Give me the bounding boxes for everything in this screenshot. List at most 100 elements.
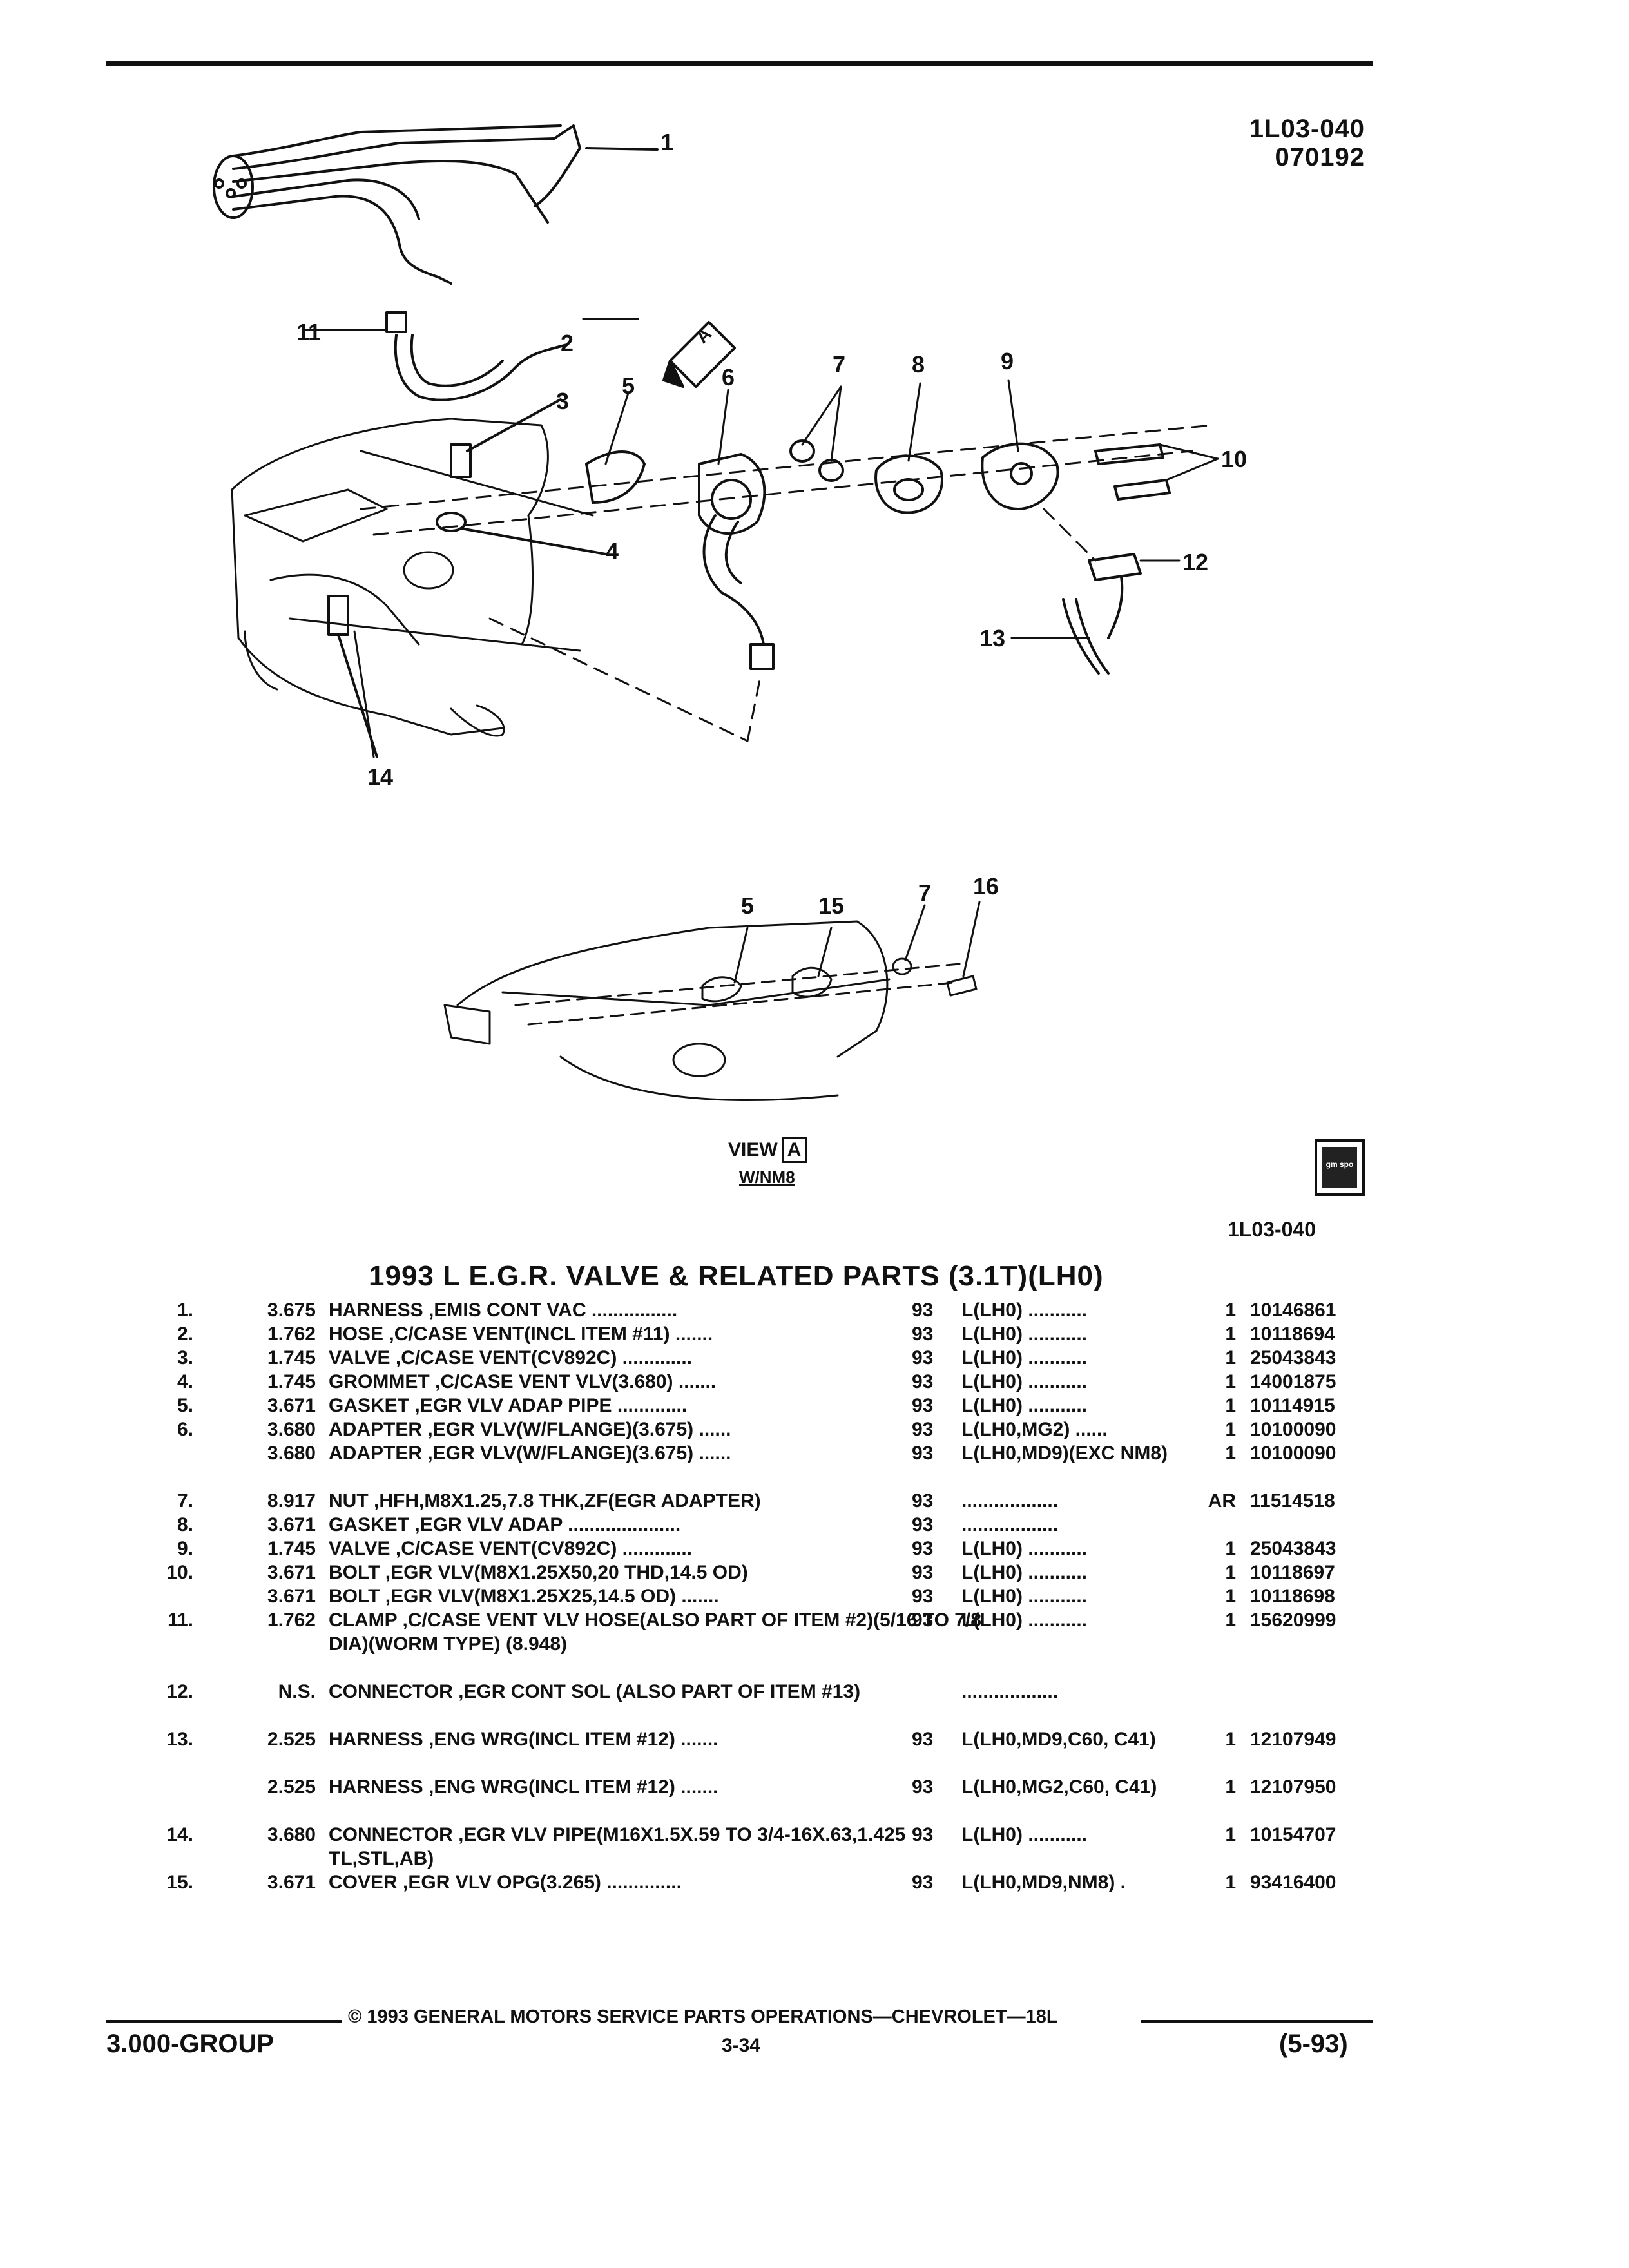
item-number: 11.	[167, 1610, 193, 1631]
model-code: L(LH0,MD9,NM8) .	[961, 1872, 1126, 1893]
quantity: 1	[1225, 1586, 1236, 1607]
model-year: 93	[912, 1514, 934, 1535]
page-title: 1993 L E.G.R. VALVE & RELATED PARTS (3.1…	[369, 1260, 1104, 1292]
model-code: L(LH0) ...........	[961, 1300, 1087, 1321]
model-code: L(LH0) ...........	[961, 1586, 1087, 1607]
model-year: 93	[912, 1300, 934, 1321]
view-label-text: VIEW	[728, 1139, 778, 1160]
quantity: 1	[1225, 1562, 1236, 1583]
model-year: 93	[912, 1872, 934, 1893]
view-letter-box: A	[781, 1137, 807, 1163]
model-code: L(LH0) ...........	[961, 1323, 1087, 1345]
model-year: 93	[912, 1729, 934, 1750]
view-a-drawing	[443, 901, 981, 1101]
diagram-id: 1L03-040 070192	[1249, 116, 1365, 173]
part-description: BOLT ,EGR VLV(M8X1.25X50,20 THD,14.5 OD)	[329, 1562, 748, 1583]
quantity: 1	[1225, 1443, 1236, 1464]
model-code: ..................	[961, 1490, 1059, 1512]
part-description: HARNESS ,ENG WRG(INCL ITEM #12) .......	[329, 1776, 718, 1798]
table-row: 3.671 BOLT ,EGR VLV(M8X1.25X25,14.5 OD) .…	[148, 1584, 1373, 1608]
part-number: 10100090	[1250, 1443, 1336, 1464]
group-number: 8.917	[267, 1490, 316, 1512]
diagram-date: 070192	[1275, 143, 1365, 171]
part-description: HARNESS ,ENG WRG(INCL ITEM #12) .......	[329, 1729, 718, 1750]
item-number: 12.	[166, 1681, 193, 1702]
group-number: 3.671	[267, 1562, 316, 1583]
part-number: 10118697	[1250, 1562, 1335, 1583]
group-number: 3.671	[267, 1395, 316, 1416]
callout-number: 8	[912, 351, 925, 378]
quantity: 1	[1225, 1371, 1236, 1392]
callout-number: 13	[979, 625, 1006, 651]
view-callout-number: 16	[973, 873, 999, 899]
item-number: 7.	[177, 1490, 193, 1512]
nuts-drawing	[789, 439, 844, 482]
part-description: GASKET ,EGR VLV ADAP PIPE .............	[329, 1395, 688, 1416]
part-description: GASKET ,EGR VLV ADAP ...................…	[329, 1514, 681, 1535]
item-number: 13.	[166, 1729, 193, 1750]
part-number: 10146861	[1250, 1300, 1336, 1321]
view-a-arrow-drawing	[662, 321, 736, 388]
group-number: 1.745	[267, 1371, 316, 1392]
part-description: VALVE ,C/CASE VENT(CV892C) .............	[329, 1538, 692, 1559]
item-number: 1.	[177, 1300, 193, 1321]
page-reference-code: 1L03-040	[1228, 1218, 1316, 1241]
callout-number: 11	[296, 319, 322, 345]
footer-edition: (5-93)	[1279, 2030, 1348, 2058]
callout-number: 3	[556, 388, 570, 414]
item-number: 3.	[177, 1347, 193, 1369]
callout-number: 14	[367, 764, 394, 790]
part-description: VALVE ,C/CASE VENT(CV892C) .............	[329, 1347, 692, 1369]
engine-outline-drawing	[231, 418, 594, 737]
group-number: 1.762	[267, 1610, 316, 1631]
model-year: 93	[912, 1538, 934, 1559]
callout-number: 6	[722, 364, 735, 390]
part-number: 10118698	[1250, 1586, 1335, 1607]
model-year: 93	[912, 1490, 934, 1512]
model-code: L(LH0) ...........	[961, 1538, 1087, 1559]
view-sub-label: W/NM8	[739, 1168, 795, 1187]
part-description: HOSE ,C/CASE VENT(INCL ITEM #11) .......	[329, 1323, 713, 1345]
part-description: ADAPTER ,EGR VLV(W/FLANGE)(3.675) ......	[329, 1443, 731, 1464]
leader-lines	[353, 318, 1219, 758]
group-number: 3.671	[267, 1514, 316, 1535]
solenoid-connector-harness-drawing	[1062, 553, 1142, 675]
copyright-notice: © 1993 GENERAL MOTORS SERVICE PARTS OPER…	[348, 2006, 1058, 2027]
item-number: 14.	[166, 1824, 193, 1845]
part-description: BOLT ,EGR VLV(M8X1.25X25,14.5 OD) ......…	[329, 1586, 719, 1607]
bottom-rule-right	[1141, 2020, 1373, 2023]
hose-and-clamp-drawing	[302, 311, 568, 401]
assembly-dashed-lines	[360, 424, 1213, 742]
view-callout-number: 7	[918, 879, 932, 906]
part-number: 10114915	[1250, 1395, 1335, 1416]
part-description: CONNECTOR ,EGR CONT SOL (ALSO PART OF IT…	[329, 1681, 861, 1702]
group-number: 1.745	[267, 1538, 316, 1559]
quantity: 1	[1225, 1729, 1236, 1750]
footer-page-number: 3-34	[722, 2035, 761, 2056]
model-code: ..................	[961, 1681, 1059, 1702]
model-year: 93	[912, 1610, 934, 1631]
group-number: 2.525	[267, 1776, 316, 1798]
model-year: 93	[912, 1562, 934, 1583]
group-number: 3.671	[267, 1586, 316, 1607]
footer-group: 3.000-GROUP	[106, 2030, 275, 2058]
egr-valve-drawing	[981, 442, 1059, 510]
part-number: 12107950	[1250, 1776, 1336, 1798]
model-year: 93	[912, 1347, 934, 1369]
callout-number: 12	[1182, 549, 1209, 575]
quantity: 1	[1225, 1824, 1236, 1845]
model-code: L(LH0,MD9,C60, C41)	[961, 1729, 1156, 1750]
logo-text: gm spo	[1322, 1147, 1357, 1188]
quantity: 1	[1225, 1395, 1236, 1416]
